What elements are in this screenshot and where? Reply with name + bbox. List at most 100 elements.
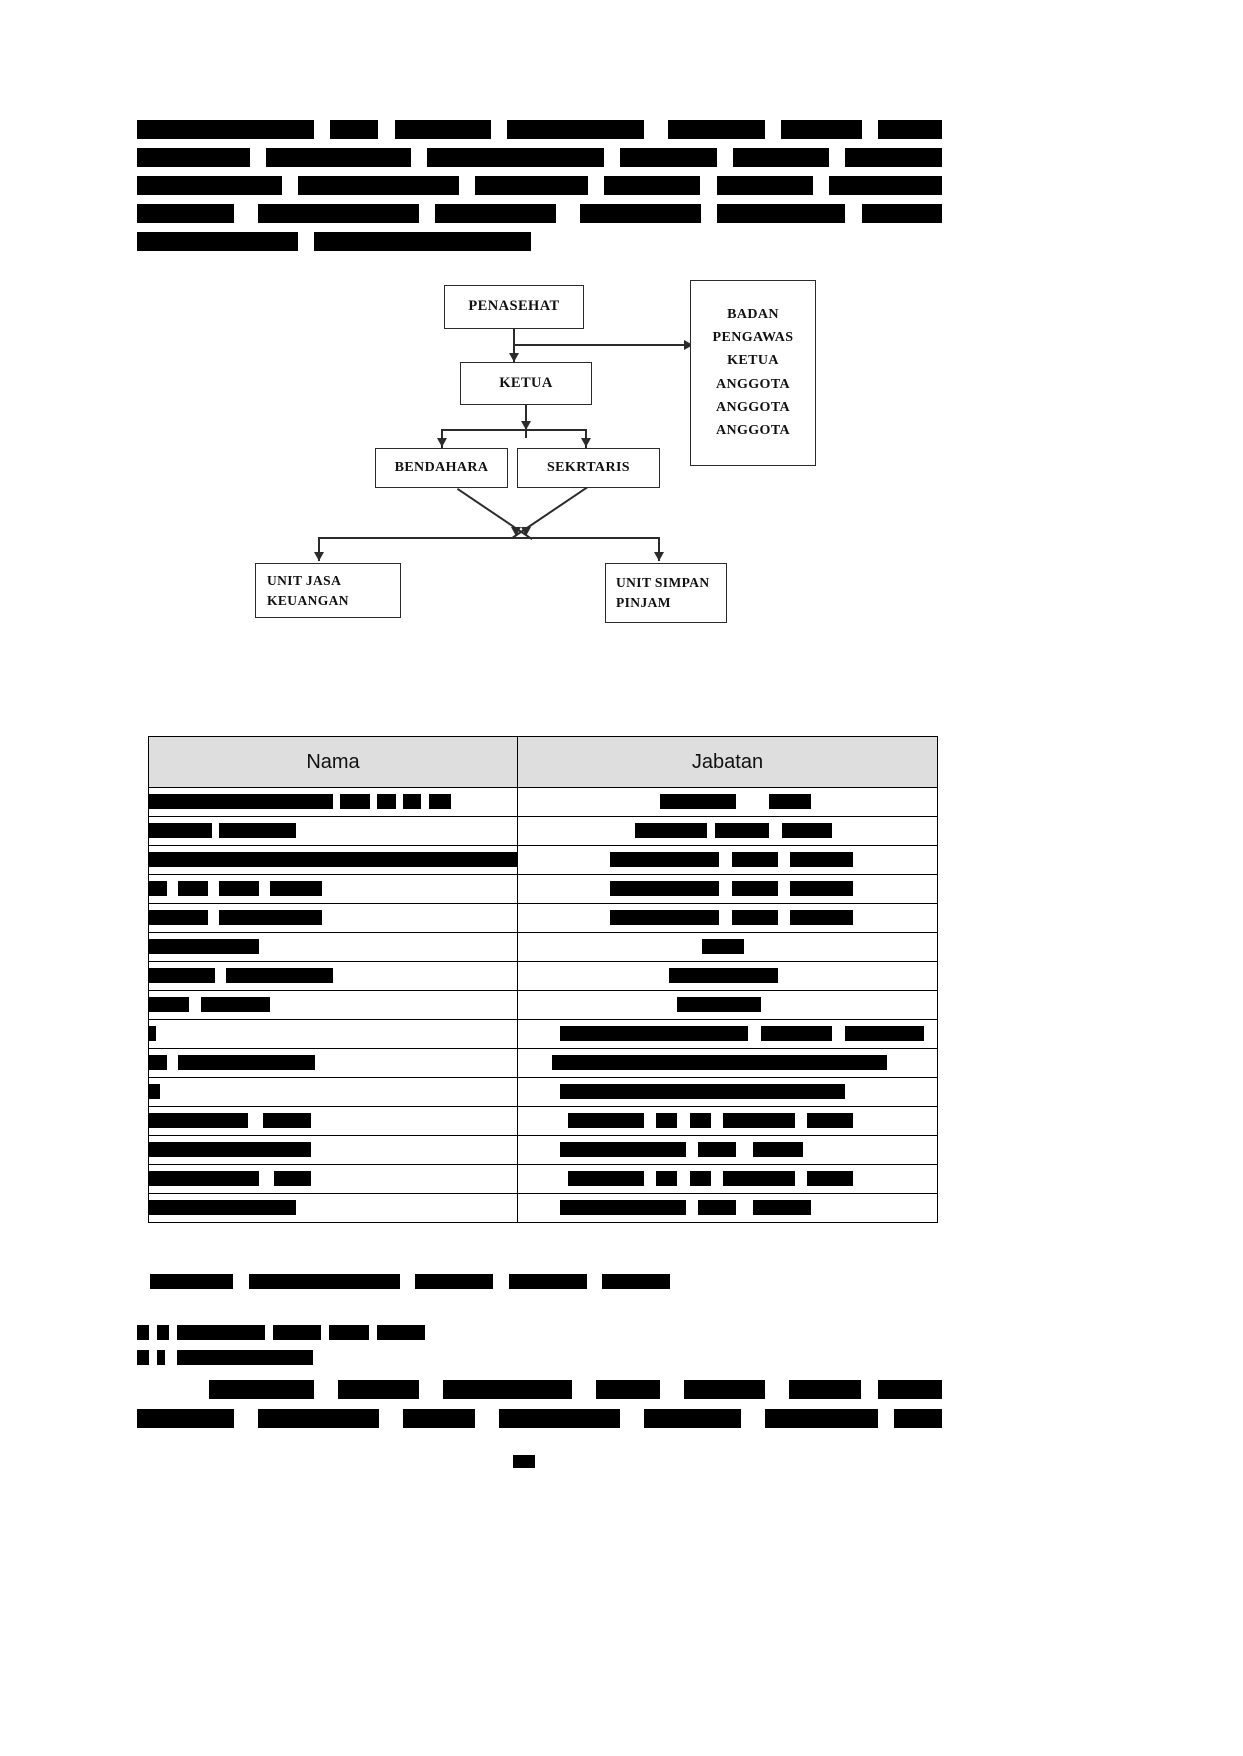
redacted-text-bar — [149, 1142, 311, 1157]
table-note-redacted — [150, 1274, 670, 1289]
redacted-cell-content — [518, 991, 937, 1019]
badan-pengawas-line-4: ANGGOTA — [715, 376, 791, 392]
redacted-cell-content — [518, 904, 937, 932]
arrowhead-ketua — [509, 353, 519, 362]
redacted-text-bar — [338, 1380, 419, 1399]
redacted-cell-content — [149, 846, 517, 874]
redacted-text-bar — [877, 120, 942, 139]
redacted-text-bar — [178, 1055, 315, 1070]
split-bar-units — [318, 537, 659, 539]
redacted-text-bar — [209, 1380, 315, 1399]
redacted-text-bar — [769, 794, 812, 809]
table-row — [148, 1135, 938, 1165]
table-cell-nama — [148, 1193, 518, 1223]
redacted-text-bar — [314, 232, 532, 251]
table-cell-jabatan — [517, 1164, 938, 1194]
redacted-text-bar — [507, 120, 645, 139]
table-body — [148, 787, 938, 1223]
redacted-text-bar — [273, 1325, 321, 1340]
org-node-badan-pengawas: BADAN PENGAWAS KETUA ANGGOTA ANGGOTA ANG… — [690, 280, 816, 466]
redacted-text-bar — [177, 1350, 313, 1365]
redacted-text-bar — [877, 1380, 942, 1399]
table-cell-jabatan — [517, 1048, 938, 1078]
redacted-text-bar — [844, 1026, 925, 1041]
redacted-cell-content — [149, 991, 517, 1019]
redacted-text-bar — [698, 1200, 736, 1215]
redacted-text-bar — [218, 881, 260, 896]
redacted-text-bar — [656, 1171, 678, 1186]
redacted-text-bar — [829, 176, 942, 195]
redacted-text-bar — [610, 881, 720, 896]
redacted-text-bar — [559, 1026, 749, 1041]
redacted-text-bar — [508, 1274, 587, 1289]
org-node-ketua-label: KETUA — [499, 374, 553, 391]
redacted-text-bar — [257, 1409, 379, 1428]
redacted-text-bar — [845, 148, 942, 167]
table-cell-nama — [148, 1164, 518, 1194]
edge-to-unit-simpan — [658, 537, 660, 561]
bottom-paragraph-redacted — [137, 1380, 942, 1438]
table-cell-jabatan — [517, 1193, 938, 1223]
split-bar-ketua — [441, 429, 586, 431]
redacted-text-bar — [790, 852, 854, 867]
table-cell-jabatan — [517, 932, 938, 962]
table-cell-jabatan — [517, 903, 938, 933]
table-cell-jabatan — [517, 990, 938, 1020]
org-node-penasehat-label: PENASEHAT — [468, 298, 560, 315]
redacted-text-bar — [568, 1113, 644, 1128]
table-cell-nama — [148, 903, 518, 933]
redacted-cell-content — [149, 933, 517, 961]
redacted-text-bar — [177, 1325, 265, 1340]
table-cell-nama — [148, 932, 518, 962]
table-cell-nama — [148, 1106, 518, 1136]
redacted-text-bar — [149, 1171, 260, 1186]
redacted-text-bar — [702, 939, 745, 954]
people-table: Nama Jabatan — [148, 736, 938, 1223]
redacted-text-bar — [731, 910, 778, 925]
redacted-text-bar — [731, 852, 778, 867]
redacted-text-bar — [568, 1171, 644, 1186]
table-cell-nama — [148, 874, 518, 904]
org-node-penasehat: PENASEHAT — [444, 285, 584, 329]
redacted-text-bar — [716, 204, 846, 223]
redacted-text-bar — [218, 910, 322, 925]
redacted-text-bar — [761, 1026, 833, 1041]
redacted-text-bar — [137, 1350, 149, 1365]
redacted-text-bar — [218, 823, 297, 838]
redacted-text-bar — [149, 1055, 168, 1070]
redacted-text-bar — [861, 204, 942, 223]
section-headings-redacted — [137, 1325, 537, 1375]
redacted-text-bar — [257, 204, 419, 223]
redacted-cell-content — [518, 1020, 937, 1048]
redacted-cell-content — [149, 1020, 517, 1048]
org-node-unit-simpan-line1: UNIT SIMPAN — [616, 575, 710, 591]
redacted-text-bar — [499, 1409, 620, 1428]
edge-penasehat-badan — [513, 344, 693, 346]
redacted-text-bar — [137, 204, 234, 223]
redacted-text-bar — [340, 794, 370, 809]
redacted-text-bar — [579, 204, 701, 223]
redacted-text-bar — [149, 823, 212, 838]
table-header-row: Nama Jabatan — [148, 736, 938, 788]
redacted-text-bar — [660, 794, 736, 809]
edge-to-unit-jasa — [318, 537, 320, 561]
redacted-text-bar — [781, 120, 862, 139]
redacted-cell-content — [149, 817, 517, 845]
redacted-text-bar — [149, 939, 260, 954]
redacted-text-bar — [723, 1113, 795, 1128]
redacted-text-bar — [668, 968, 778, 983]
table-cell-jabatan — [517, 787, 938, 817]
redacted-text-bar — [764, 1409, 878, 1428]
table-row — [148, 990, 938, 1020]
table-row — [148, 961, 938, 991]
org-node-ketua: KETUA — [460, 362, 592, 405]
redacted-text-bar — [752, 1142, 803, 1157]
table-row — [148, 787, 938, 817]
org-node-sekrtaris-label: SEKRTARIS — [547, 459, 630, 475]
redacted-cell-content — [149, 1194, 517, 1222]
org-node-unit-simpan-line2: PINJAM — [616, 595, 671, 610]
table-cell-nama — [148, 816, 518, 846]
redacted-text-bar — [394, 120, 492, 139]
redacted-text-bar — [150, 1274, 234, 1289]
